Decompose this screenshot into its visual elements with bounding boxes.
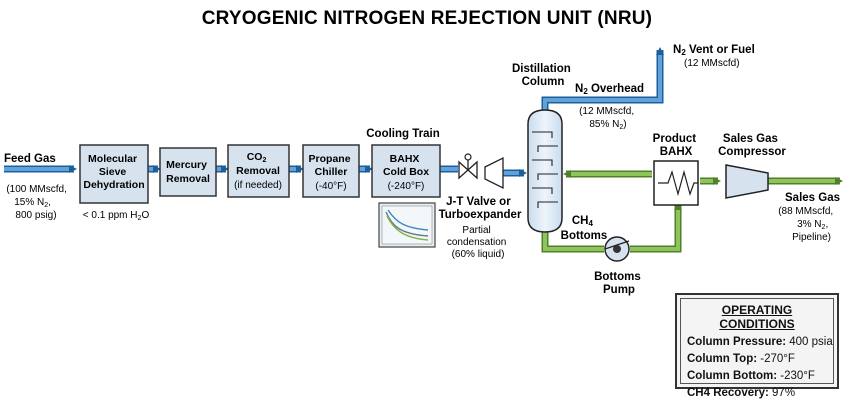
bottoms-pump-label: Bottoms Pump — [594, 271, 644, 296]
svg-text:(-240°F): (-240°F) — [388, 181, 425, 192]
condition-row: Column Pressure: 400 psia — [687, 336, 833, 348]
main-blue-stream — [148, 165, 527, 177]
bahx-cold-box: BAHX Cold Box (-240°F) — [371, 144, 441, 198]
n2-overhead-note: (12 MMscfd, 85% N2) — [579, 106, 637, 131]
n2-overhead-label: N2 Overhead — [575, 83, 644, 96]
operating-conditions-heading: OPERATING CONDITIONS — [719, 303, 795, 331]
heat-curve-inset — [378, 202, 436, 248]
distillation-column — [527, 109, 563, 233]
bottoms-pump-icon — [604, 236, 630, 262]
feed-gas-label: Feed Gas — [4, 153, 56, 165]
distillation-column-label: Distillation Column — [512, 63, 574, 88]
ch4-bottoms-label: CH4 Bottoms — [561, 215, 608, 242]
mercury-removal-unit: Mercury Removal — [159, 147, 217, 197]
mol-sieve-note: < 0.1 ppm H2O — [83, 210, 150, 222]
co2-removal-unit: CO2 Removal (if needed) — [227, 144, 290, 198]
jt-valve-icon — [458, 153, 478, 180]
condition-row: Column Top: -270°F — [687, 353, 795, 365]
n2-vent-label: N2 Vent or Fuel — [673, 44, 755, 57]
condition-row: CH4 Recovery: 97% — [687, 387, 796, 399]
product-bahx-label: Product BAHX — [653, 133, 700, 158]
cooling-train-label: Cooling Train — [366, 128, 439, 140]
diagram-title: CRYOGENIC NITROGEN REJECTION UNIT (NRU) — [202, 8, 652, 29]
molecular-sieve-unit: Molecular Sieve Dehydration < 0.1 ppm H2… — [79, 144, 150, 222]
compressor-label: Sales Gas Compressor — [718, 133, 786, 158]
svg-text:Propane Chiller: Propane Chiller — [309, 153, 354, 178]
product-bahx-exchanger — [653, 160, 699, 206]
svg-text:Mercury Removal: Mercury Removal — [166, 159, 210, 185]
sales-gas-compressor-icon — [725, 164, 769, 199]
overhead-stream — [541, 47, 664, 112]
jt-valve-label: J-T Valve or Turboexpander — [439, 196, 522, 221]
sales-gas-note: (88 MMscfd, 3% N2, Pipeline) — [778, 206, 836, 243]
svg-text:(if needed): (if needed) — [234, 180, 282, 191]
svg-text:CO2 Removal: CO2 Removal — [236, 151, 280, 177]
partial-condensation-note: Partial condensation (60% liquid) — [447, 225, 509, 260]
sales-gas-label: Sales Gas — [785, 192, 840, 204]
n2-vent-note: (12 MMscfd) — [684, 58, 740, 69]
svg-text:Molecular Sieve De: Molecular Sieve Dehydration — [83, 153, 144, 191]
bottoms-stream — [541, 202, 682, 253]
svg-text:(-40°F): (-40°F) — [315, 181, 346, 192]
feed-gas-note: (100 MMscfd, 15% N2, 800 psig) — [6, 184, 69, 221]
turboexpander-icon — [484, 156, 504, 190]
propane-chiller-unit: Propane Chiller (-40°F) — [302, 144, 360, 198]
svg-text:BAHX Cold Box: BAHX Cold Box — [383, 153, 429, 178]
operating-conditions-panel: OPERATING CONDITIONS Column Pressure: 40… — [675, 293, 839, 399]
condition-row: Column Bottom: -230°F — [687, 370, 815, 382]
